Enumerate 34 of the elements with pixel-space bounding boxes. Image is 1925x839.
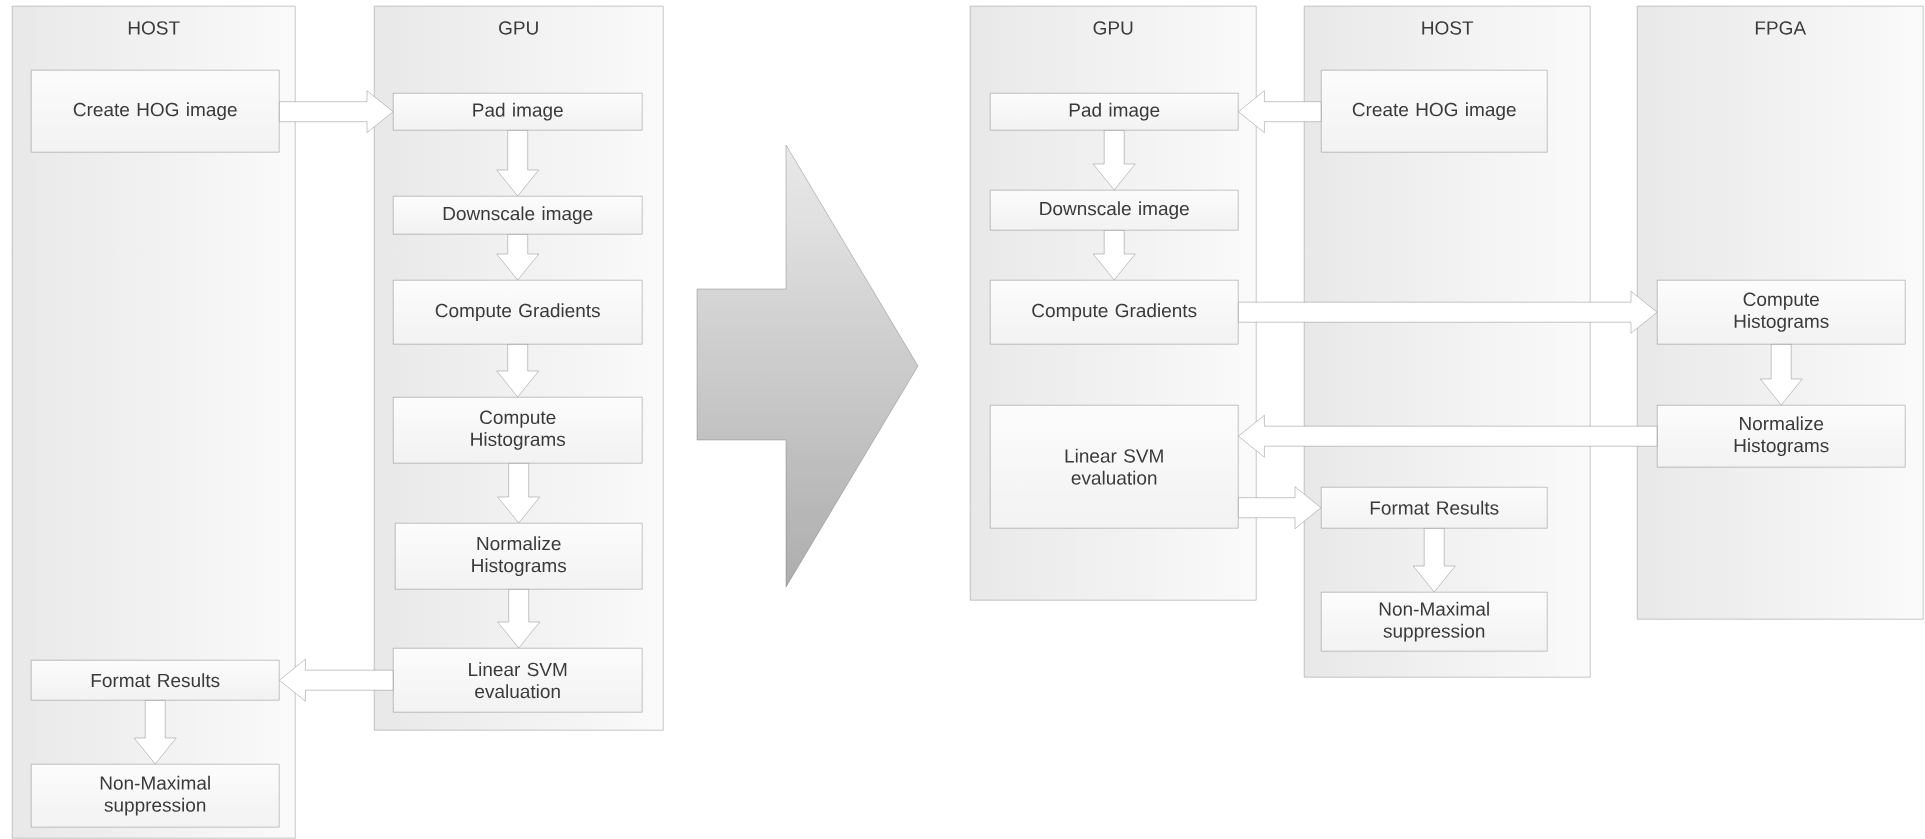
block-arrow xyxy=(1093,130,1136,191)
process-box: Compute Histograms xyxy=(1657,280,1906,345)
block-arrow xyxy=(1238,486,1322,529)
block-arrow xyxy=(1238,291,1658,334)
block-arrow xyxy=(134,700,177,765)
block-arrow xyxy=(1093,230,1136,281)
block-arrow xyxy=(1760,344,1803,406)
process-box: Format Results xyxy=(31,660,280,701)
process-box: Linear SVM evaluation xyxy=(393,648,643,713)
process-box: Pad image xyxy=(990,93,1239,131)
block-arrow xyxy=(496,234,539,281)
process-box: Compute Gradients xyxy=(990,280,1239,345)
block-arrow xyxy=(1238,415,1658,458)
block-arrow xyxy=(496,130,539,197)
process-box: Linear SVM evaluation xyxy=(990,405,1239,529)
block-arrow xyxy=(279,659,394,702)
block-arrow xyxy=(1413,528,1456,593)
block-arrow xyxy=(1238,90,1322,133)
process-box: Format Results xyxy=(1321,487,1548,529)
process-box: Create HOG image xyxy=(31,70,280,153)
process-box: Compute Histograms xyxy=(393,397,643,464)
process-box: Non-Maximal suppression xyxy=(1321,592,1548,652)
block-arrow xyxy=(497,589,540,649)
process-box: Create HOG image xyxy=(1321,70,1548,153)
process-box: Pad image xyxy=(393,93,643,131)
process-box: Normalize Histograms xyxy=(395,523,643,590)
process-box: Normalize Histograms xyxy=(1657,405,1906,468)
process-box: Non-Maximal suppression xyxy=(31,764,280,828)
process-box: Downscale image xyxy=(393,196,643,235)
process-box: Downscale image xyxy=(990,190,1239,231)
process-box: Compute Gradients xyxy=(393,280,643,345)
block-arrow xyxy=(279,90,394,133)
block-arrow xyxy=(497,463,540,524)
block-arrow xyxy=(496,344,539,398)
